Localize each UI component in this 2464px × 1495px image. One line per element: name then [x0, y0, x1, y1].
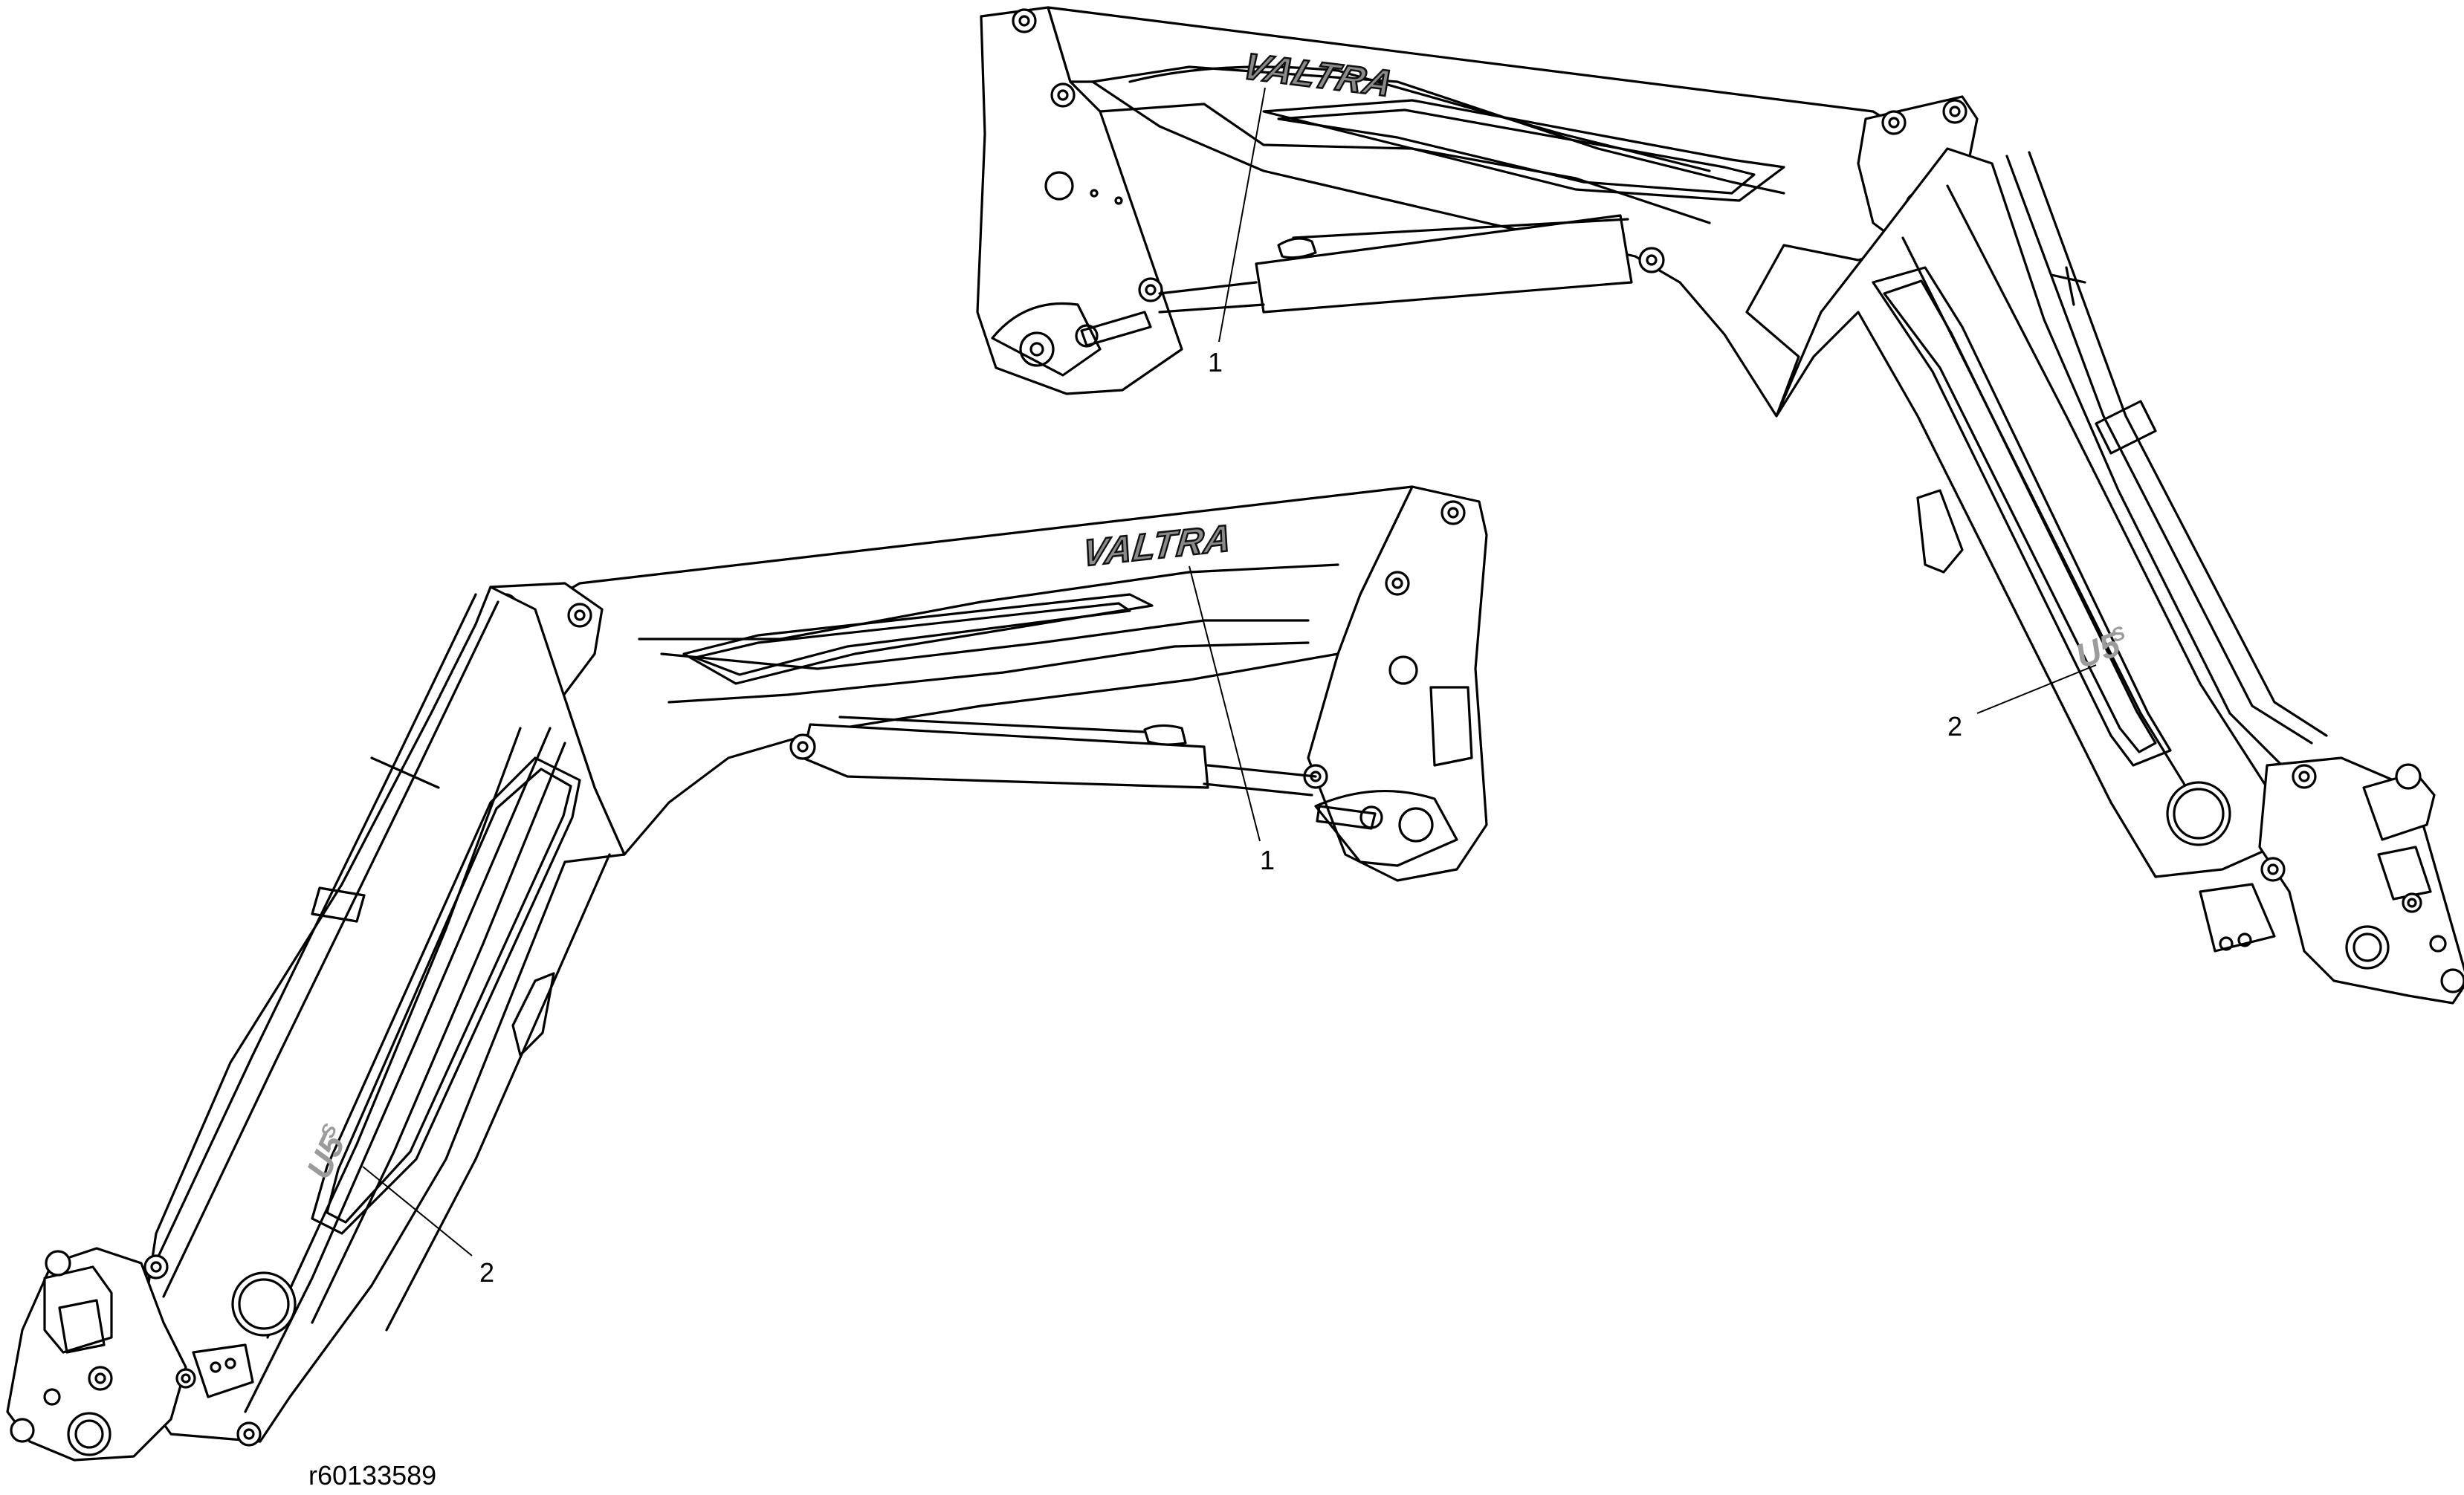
callout-1-upper: 1: [1208, 347, 1223, 377]
upper-hydraulic-cylinder: [1255, 214, 1633, 314]
callout-2-upper: 2: [1947, 711, 1962, 742]
lower-callout-1-leader: [1189, 565, 1261, 842]
callout-1-lower: 1: [1260, 845, 1275, 875]
lower-descending-arm: [132, 586, 626, 1443]
upper-main-boom: [1047, 6, 1964, 418]
upper-callout-1-leader: [1218, 87, 1266, 343]
lower-callout-2-leader: [362, 1166, 473, 1256]
lower-bracket-hole: [1388, 655, 1418, 685]
callout-2-lower: 2: [479, 1257, 494, 1288]
lower-main-boom: [519, 485, 1414, 856]
figure-reference-id: r60133589: [308, 1460, 436, 1491]
upper-bracket-hole: [1044, 171, 1074, 201]
upper-loader-arm: VALTRA U5 S: [976, 6, 2464, 1005]
upper-callout-2-leader: [1976, 664, 2097, 714]
upper-pivot-tube: [2166, 781, 2231, 846]
lower-pivot-tube: [231, 1271, 297, 1337]
lower-loader-arm: VALTRA U5 S: [6, 485, 1488, 1462]
